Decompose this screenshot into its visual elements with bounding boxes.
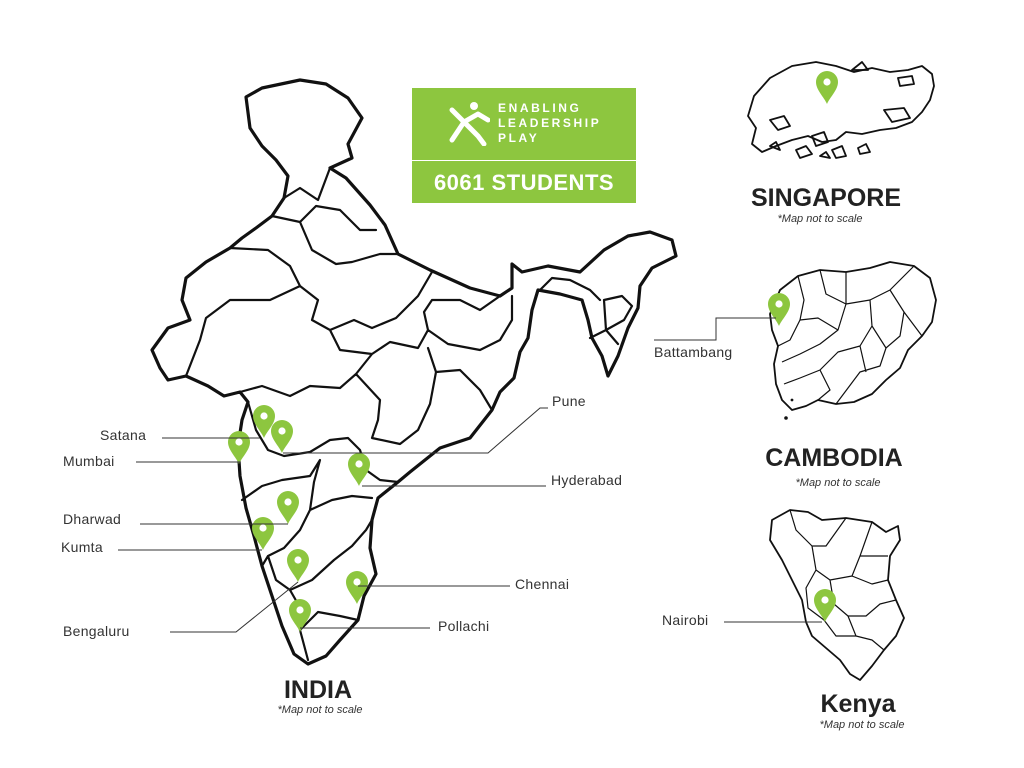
india-outline [150, 78, 678, 666]
scale-note-kenya: *Map not to scale [819, 719, 905, 731]
map-pin-icon[interactable] [289, 599, 311, 632]
logo-box: ENABLING LEADERSHIP PLAY 6061 STUDENTS [412, 88, 636, 203]
city-label-kumta: Kumta [61, 539, 103, 555]
map-pin-icon[interactable] [814, 589, 836, 622]
country-title-india: INDIA [283, 676, 353, 704]
city-label-bengaluru: Bengaluru [63, 623, 130, 639]
kenya-county-boundaries [789, 509, 897, 651]
city-label-satana: Satana [100, 427, 147, 443]
logo-wordmark: ENABLING LEADERSHIP PLAY [498, 101, 601, 146]
cambodia-map [769, 261, 937, 420]
leaping-figure-icon [449, 102, 490, 146]
scale-note-india: *Map not to scale [277, 704, 363, 716]
city-label-battambang: Battambang [654, 344, 733, 360]
india-leader-lines [118, 407, 548, 633]
country-title-cambodia: CAMBODIA [765, 444, 903, 472]
map-pin-icon[interactable] [816, 71, 838, 104]
students-count: 6061 STUDENTS [433, 170, 615, 195]
map-pin-icon[interactable] [271, 420, 293, 453]
india-state-boundaries [184, 166, 634, 662]
leader-line-bengaluru [170, 581, 299, 633]
cambodia-outline [769, 261, 937, 411]
logo-divider [412, 160, 636, 161]
city-label-hyderabad: Hyderabad [551, 472, 623, 488]
singapore-islands [769, 61, 915, 159]
scale-note-singapore: *Map not to scale [777, 213, 863, 225]
city-label-nairobi: Nairobi [662, 612, 709, 628]
leader-line-pune [283, 407, 548, 454]
city-label-dharwad: Dharwad [63, 511, 122, 527]
country-title-kenya: Kenya [820, 690, 896, 718]
city-label-mumbai: Mumbai [63, 453, 115, 469]
map-pin-icon[interactable] [228, 431, 250, 464]
city-label-chennai: Chennai [515, 576, 570, 592]
singapore-outline [747, 61, 935, 153]
city-label-pollachi: Pollachi [438, 618, 490, 634]
kenya-map [769, 509, 905, 681]
map-pin-icon[interactable] [287, 549, 309, 582]
singapore-map [747, 61, 935, 159]
city-label-pune: Pune [552, 393, 586, 409]
logo-line-3: PLAY [498, 131, 540, 145]
kenya-outline [769, 509, 905, 681]
india-map [150, 78, 678, 666]
scale-note-cambodia: *Map not to scale [795, 477, 881, 489]
cambodia-province-boundaries [777, 265, 923, 405]
map-pin-icon[interactable] [348, 453, 370, 486]
logo-line-1: ENABLING [498, 101, 582, 115]
logo-line-2: LEADERSHIP [498, 116, 602, 130]
country-title-singapore: SINGAPORE [750, 184, 902, 212]
map-pin-icon[interactable] [277, 491, 299, 524]
leader-line-battambang [654, 317, 776, 341]
